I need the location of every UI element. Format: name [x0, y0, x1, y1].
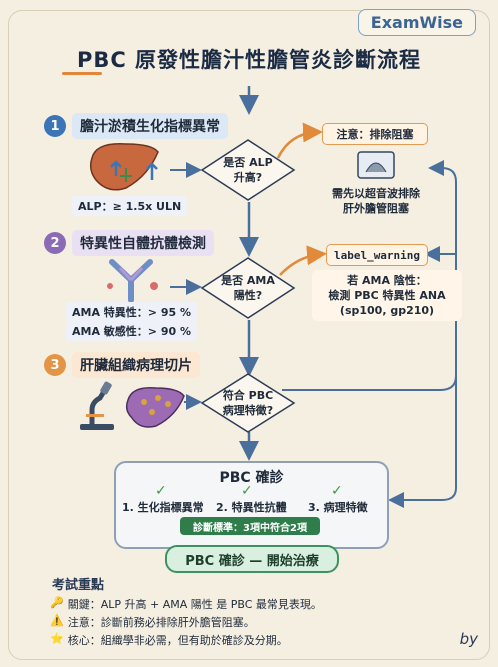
check-icon: ✓ — [331, 483, 343, 499]
warning-icon: ⚠️ — [50, 614, 64, 627]
step-1-header: 1 膽汁淤積生化指標異常 — [44, 113, 228, 139]
note-ultrasound: 需先以超音波排除 肝外膽管阻塞 — [318, 186, 434, 216]
key-icon: 🔑 — [50, 596, 64, 609]
decision-alp-line2: 升高? — [233, 171, 263, 184]
criterion-antibody: 2. 特異性抗體 — [216, 501, 287, 514]
decision-pathology-line2: 病理特徵? — [222, 404, 274, 417]
diagnostic-standard-badge: 診斷標準：3項中符合2項 — [180, 517, 320, 535]
brand-badge: ExamWise — [357, 9, 476, 36]
decision-alp: 是否 ALP 升高? — [200, 138, 296, 202]
confirmation-title: PBC 確診 — [219, 470, 284, 486]
step-2-ama-specificity: AMA 特異性：> 95 % — [66, 302, 198, 322]
decision-ama-line1: 是否 AMA — [221, 274, 275, 287]
check-icon: ✓ — [155, 483, 167, 499]
arrow-loop-confirm — [388, 376, 457, 508]
step-2-header: 2 特異性自體抗體檢測 — [44, 230, 214, 256]
liver-icon — [89, 143, 159, 191]
arrow-orange-1 — [276, 122, 323, 159]
decision-pathology: 符合 PBC 病理特徵? — [200, 372, 296, 434]
star-icon: ⭐ — [50, 632, 64, 645]
decision-ama: 是否 AMA 陽性? — [200, 256, 296, 320]
title-underline — [62, 72, 102, 75]
note-ultrasound-line1: 需先以超音波排除 — [332, 187, 420, 200]
confirm-treatment-label: PBC 確診 — 開始治療 — [165, 545, 339, 573]
note-ama-line2: 檢測 PBC 特異性 ANA — [328, 289, 446, 302]
key-points-title: 考試重點 — [52, 578, 105, 593]
note-ama-line1: 若 AMA 陰性： — [347, 274, 427, 287]
step-2-number: 2 — [44, 232, 66, 254]
key-point-2-text: 注意：診斷前務必排除肝外膽管阻塞。 — [67, 616, 255, 629]
note-ama-line3: (sp100, gp210) — [339, 304, 435, 317]
key-point-1-text: 關鍵：ALP 升高 + AMA 陽性 是 PBC 最常見表現。 — [67, 598, 322, 611]
step-3-number: 3 — [44, 354, 66, 376]
page-title: PBC 原發性膽汁性膽管炎診斷流程 — [76, 48, 422, 72]
step-1-number: 1 — [44, 115, 66, 137]
diseased-liver-icon — [125, 387, 185, 428]
criterion-biochemistry: 1. 生化指標異常 — [122, 501, 204, 514]
note-ultrasound-line2: 肝外膽管阻塞 — [343, 202, 409, 215]
step-2-ama-sensitivity: AMA 敏感性：> 90 % — [66, 321, 198, 341]
step-1-alp-criteria: ALP：≥ 1.5x ULN — [72, 196, 188, 216]
signature: by — [459, 630, 478, 648]
step-3-label: 肝臟組織病理切片 — [72, 352, 200, 378]
callout-label-warning: label_warning — [326, 244, 428, 266]
page-frame — [8, 10, 490, 660]
callout-exclude-obstruction: 注意：排除阻塞 — [322, 123, 428, 145]
decision-pathology-line1: 符合 PBC — [222, 389, 274, 402]
decision-ama-line2: 陽性? — [233, 289, 263, 302]
ultrasound-icon — [357, 151, 395, 179]
step-1-label: 膽汁淤積生化指標異常 — [72, 113, 228, 139]
note-ama-negative: 若 AMA 陰性： 檢測 PBC 特異性 ANA (sp100, gp210) — [312, 270, 462, 321]
key-points-panel: 考試重點 🔑 關鍵：ALP 升高 + AMA 陽性 是 PBC 最常見表現。 ⚠… — [44, 574, 480, 652]
key-point-1: 🔑 關鍵：ALP 升高 + AMA 陽性 是 PBC 最常見表現。 — [50, 596, 322, 612]
key-point-2: ⚠️ 注意：診斷前務必排除肝外膽管阻塞。 — [50, 614, 255, 630]
check-icon: ✓ — [241, 483, 253, 499]
antibody-icon — [107, 259, 158, 302]
decision-alp-line1: 是否 ALP — [223, 156, 273, 169]
step-3-header: 3 肝臟組織病理切片 — [44, 352, 200, 378]
criterion-pathology: 3. 病理特徵 — [308, 501, 368, 514]
key-point-3: ⭐ 核心：組織學非必需，但有助於確診及分期。 — [50, 632, 288, 648]
step-2-label: 特異性自體抗體檢測 — [72, 230, 214, 256]
key-point-3-text: 核心：組織學非必需，但有助於確診及分期。 — [67, 634, 288, 647]
arrow-orange-2 — [279, 245, 327, 276]
microscope-icon — [80, 381, 114, 430]
